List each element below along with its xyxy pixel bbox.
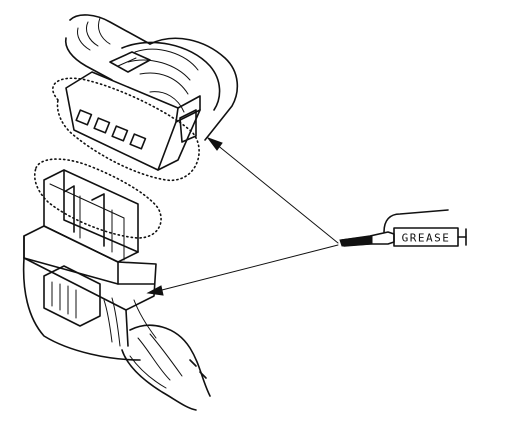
upper-connector [52,14,239,181]
grease-gun-icon [339,209,467,247]
leader-lines [146,136,339,296]
lower-connector [22,158,211,411]
grease-label: GREASE [402,232,451,245]
